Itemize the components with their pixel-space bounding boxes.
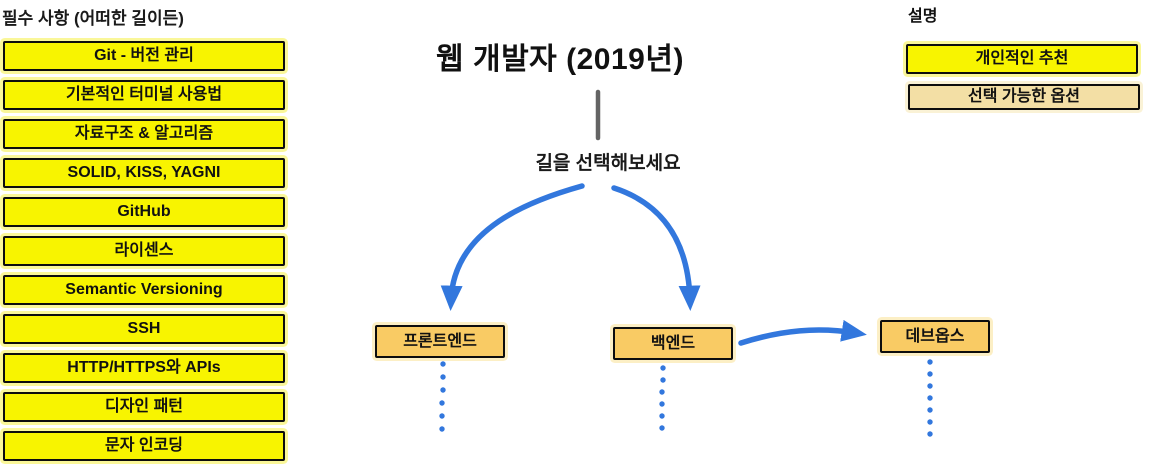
devops-dotted-continuation [927,359,933,437]
node-devops[interactable]: 데브옵스 [880,320,990,353]
topic-box-character-encoding[interactable]: 문자 인코딩 [3,431,285,461]
topic-box-http-apis[interactable]: HTTP/HTTPS와 APIs [3,353,285,383]
backend-dotted-continuation [659,365,666,431]
arrow-to-frontend [440,183,585,311]
choose-path-prompt: 길을 선택해보세요 [535,153,681,174]
legend-personal-recommendation: 개인적인 추천 [906,44,1138,74]
legend-header: 설명 [908,8,938,25]
node-backend[interactable]: 백엔드 [613,327,733,360]
topic-box-terminal[interactable]: 기본적인 터미널 사용법 [3,80,285,110]
topic-box-design-patterns[interactable]: 디자인 패턴 [3,392,285,422]
topic-box-data-structures[interactable]: 자료구조 & 알고리즘 [3,119,285,149]
page-title: 웹 개발자 (2019년) [436,43,684,76]
arrow-backend-to-devops [738,319,867,346]
frontend-dotted-continuation [439,361,446,432]
node-frontend[interactable]: 프론트엔드 [375,325,505,358]
topic-box-git[interactable]: Git - 버전 관리 [3,41,285,71]
topic-box-github[interactable]: GitHub [3,197,285,227]
topic-box-semantic-versioning[interactable]: Semantic Versioning [3,275,285,305]
required-topics-list: Git - 버전 관리 기본적인 터미널 사용법 자료구조 & 알고리즘 SOL… [3,41,285,461]
required-topics-header: 필수 사항 (어떠한 길이든) [2,9,184,28]
topic-box-ssh[interactable]: SSH [3,314,285,344]
legend-possible-option: 선택 가능한 옵션 [908,84,1140,110]
topic-box-license[interactable]: 라이센스 [3,236,285,266]
topic-box-solid-kiss-yagni[interactable]: SOLID, KISS, YAGNI [3,158,285,188]
arrow-to-backend [611,185,701,311]
